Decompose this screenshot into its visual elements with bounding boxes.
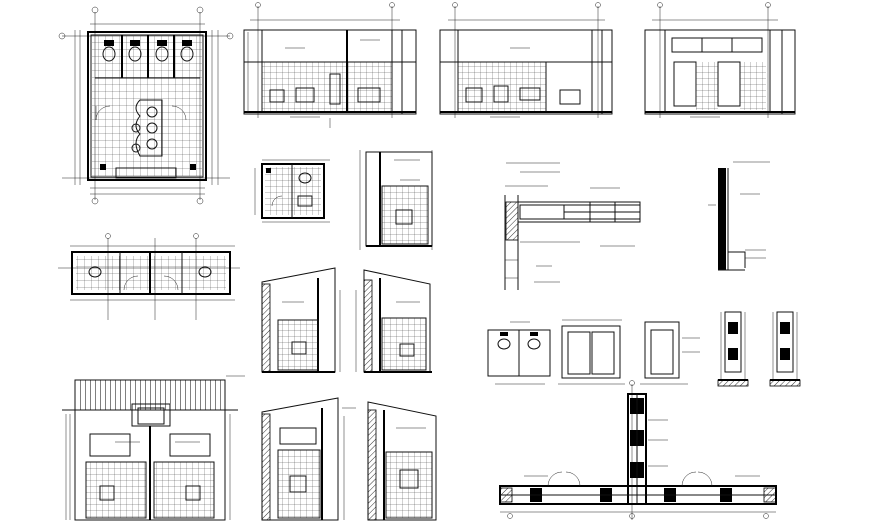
wall-detail [504,162,641,290]
floor-plan [58,6,234,205]
section-right [355,269,432,373]
section-3 [261,397,356,521]
twin-plan [58,233,240,320]
elevation-a [243,2,417,128]
door-plan [499,380,777,520]
section-left [261,267,341,373]
partition-details [487,311,801,387]
section-4 [367,401,437,521]
column-detail [708,161,770,271]
elevation-b [439,2,613,118]
small-plan [254,159,330,223]
roof-elevation [62,375,245,521]
small-section [359,150,433,250]
elevation-c [644,2,796,118]
